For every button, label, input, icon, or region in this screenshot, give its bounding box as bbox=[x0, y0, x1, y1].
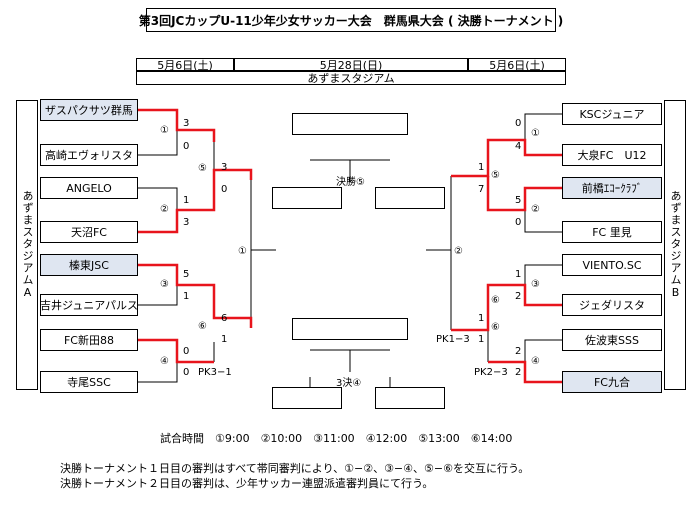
left-match-label-2: ② bbox=[160, 204, 169, 215]
date-center: 5月28日(日) bbox=[234, 58, 468, 72]
right-m3-win-line bbox=[451, 283, 562, 332]
final-bracket bbox=[309, 159, 391, 200]
right-m4-win-line bbox=[488, 360, 562, 384]
right-m4-upper-line bbox=[524, 339, 562, 362]
left-team-2: 高崎エヴォリスタ bbox=[40, 144, 138, 166]
right-m3-upper-line bbox=[524, 264, 562, 285]
right-semi-label: ② bbox=[454, 246, 463, 257]
left-match-label-5: ⑤ bbox=[198, 163, 207, 174]
third-team-right-box bbox=[375, 387, 445, 409]
right-m2-bot-score: 0 bbox=[515, 217, 522, 228]
right-match-label-6b: ⑥ bbox=[491, 322, 500, 333]
right-team-2: 大泉FC U12 bbox=[562, 144, 662, 166]
match-times: 試合時間 ①9:00 ②10:00 ③11:00 ④12:00 ⑤13:00 ⑥… bbox=[160, 432, 513, 445]
right-m1-win-line bbox=[451, 138, 562, 178]
left-m3-lower-line bbox=[138, 285, 178, 306]
left-m2-win-line bbox=[138, 168, 253, 234]
date-left: 5月6日(土) bbox=[136, 58, 234, 72]
right-m1-top-score: 0 bbox=[515, 118, 522, 129]
right-match-label-2: ② bbox=[531, 204, 540, 215]
left-team-4: 天沼FC bbox=[40, 221, 138, 243]
third-label: 3決④ bbox=[336, 378, 362, 389]
left-semi-line bbox=[250, 180, 276, 328]
left-team-7: FC新田88 bbox=[40, 329, 138, 351]
left-m6-top-score: 6 bbox=[221, 313, 228, 324]
left-m1-bot-score: 0 bbox=[183, 141, 190, 152]
right-pk-m6: PK1−3 bbox=[436, 334, 470, 345]
right-team-6: ジェダリスタ bbox=[562, 294, 662, 316]
left-match-label-6: ⑥ bbox=[198, 321, 207, 332]
third-team-left-box bbox=[272, 387, 342, 409]
left-match-label-3: ③ bbox=[160, 279, 169, 290]
right-match-label-4: ④ bbox=[531, 356, 540, 367]
right-team-4: FC 里見 bbox=[562, 221, 662, 243]
left-m6-bot-score: 1 bbox=[221, 334, 228, 345]
left-team-8: 寺尾SSC bbox=[40, 371, 138, 393]
right-m3-top-score: 1 bbox=[515, 269, 522, 280]
date-right: 5月6日(土) bbox=[468, 58, 566, 72]
right-semi-line bbox=[426, 176, 452, 330]
right-m2-lower-line bbox=[524, 210, 562, 233]
right-match-label-5: ⑤ bbox=[491, 170, 500, 181]
left-m5-bot-score: 0 bbox=[221, 184, 228, 195]
venue-a-label: あずまスタジアムA bbox=[16, 100, 38, 390]
left-m5-top-score: 3 bbox=[221, 162, 228, 173]
final-team-right-box bbox=[375, 187, 445, 209]
left-pk-score: PK3−1 bbox=[198, 367, 232, 378]
left-team-5: 榛東JSC bbox=[40, 254, 138, 276]
right-m2-top-score: 5 bbox=[515, 195, 522, 206]
left-m4-lower-line bbox=[138, 362, 178, 383]
right-match-label-6a: ⑥ bbox=[491, 295, 500, 306]
right-team-1: KSCジュニア bbox=[562, 103, 662, 125]
left-m3-bot-score: 1 bbox=[183, 291, 190, 302]
right-team-8: FC九合 bbox=[562, 371, 662, 393]
left-m4-win-line bbox=[138, 338, 214, 364]
right-m6-bot-score: 1 bbox=[478, 334, 485, 345]
right-m2-win-line bbox=[486, 176, 562, 212]
left-semi-label: ① bbox=[238, 246, 247, 257]
left-m3-top-score: 5 bbox=[183, 269, 190, 280]
left-m2-bot-score: 3 bbox=[183, 217, 190, 228]
final-team-left-box bbox=[272, 187, 342, 209]
left-m1-lower-line bbox=[138, 130, 178, 156]
right-match-label-1: ① bbox=[531, 128, 540, 139]
left-team-1: ザスパクサツ群馬 bbox=[40, 99, 138, 121]
right-m1-bot-score: 4 bbox=[515, 141, 522, 152]
third-place-box bbox=[292, 318, 408, 340]
left-m2-top-score: 1 bbox=[183, 195, 190, 206]
venue-header: あずまスタジアム bbox=[136, 71, 566, 85]
left-m4-bot-score: 0 bbox=[183, 367, 190, 378]
right-team-5: VIENTO.SC bbox=[562, 254, 662, 276]
left-m3-win-line bbox=[138, 263, 253, 328]
left-match-label-1: ① bbox=[160, 125, 169, 136]
left-m4-top-score: 0 bbox=[183, 346, 190, 357]
right-team-7: 佐波東SSS bbox=[562, 329, 662, 351]
left-team-3: ANGELO bbox=[40, 177, 138, 199]
champion-box bbox=[292, 113, 408, 135]
right-m5-bot-score: 7 bbox=[478, 184, 485, 195]
referee-note-1: 決勝トーナメント１日目の審判はすべて帯同審判により、①−②、③−④、⑤−⑥を交互… bbox=[60, 462, 530, 475]
right-m5-top-score: 1 bbox=[478, 162, 485, 173]
third-bracket bbox=[309, 349, 391, 392]
referee-note-2: 決勝トーナメント２日目の審判は、少年サッカー連盟派遣審判員にて行う。 bbox=[60, 477, 434, 490]
final-label: 決勝⑤ bbox=[336, 177, 365, 188]
right-m4-top-score: 2 bbox=[515, 346, 522, 357]
page-title: 第3回JCカップU-11少年少女サッカー大会 群馬県大会 ( 決勝トーナメント … bbox=[139, 8, 563, 32]
left-match-label-4: ④ bbox=[160, 356, 169, 367]
left-m1-win-line bbox=[138, 108, 216, 142]
right-m4-bot-score: 2 bbox=[515, 367, 522, 378]
right-m3-bot-score: 2 bbox=[515, 291, 522, 302]
left-m2-upper-line bbox=[138, 187, 178, 210]
venue-b-label: あずまスタジアムB bbox=[664, 100, 686, 390]
right-team-3: 前橋ｴｺｰｸﾗﾌﾞ bbox=[562, 177, 662, 199]
right-pk-m4: PK2−3 bbox=[474, 367, 508, 378]
left-m1-top-score: 3 bbox=[183, 118, 190, 129]
right-m1-upper-line bbox=[524, 113, 562, 140]
right-m6-top-score: 1 bbox=[478, 313, 485, 324]
left-team-6: 吉井ジュニアパルス bbox=[40, 294, 138, 316]
right-match-label-3: ③ bbox=[531, 279, 540, 290]
